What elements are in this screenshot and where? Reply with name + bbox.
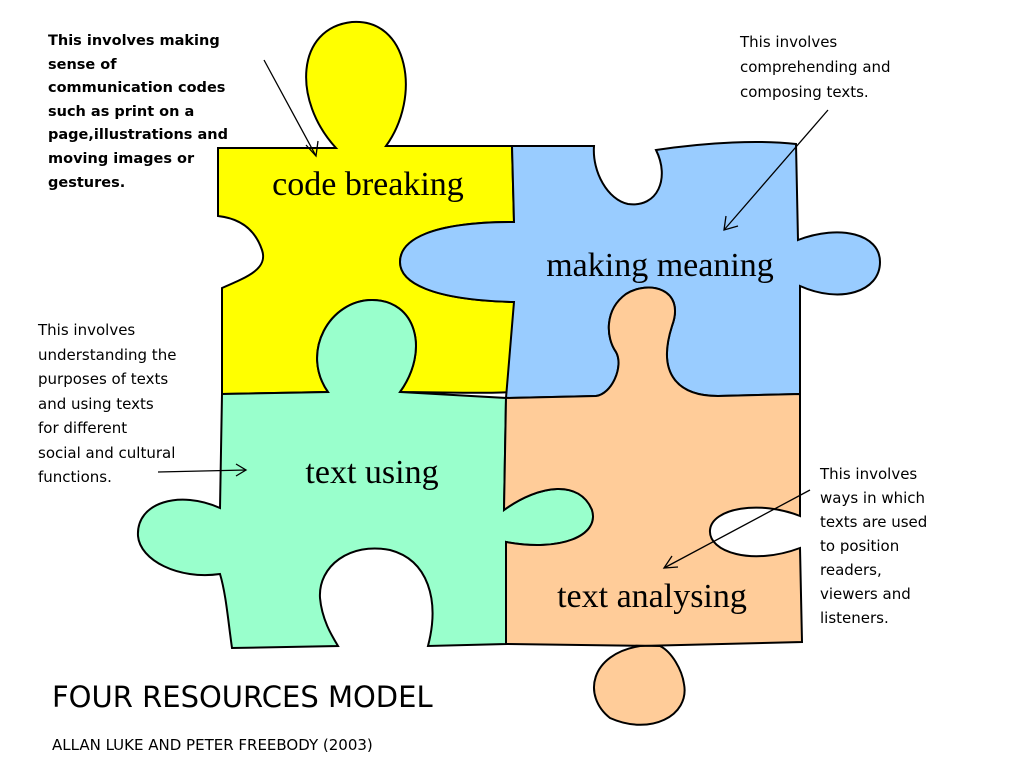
label-code-breaking: code breaking: [272, 166, 464, 203]
piece-text-analysing: [502, 286, 804, 726]
note-line: moving images or: [48, 150, 195, 167]
note-line: understanding the: [38, 345, 177, 364]
note-line: composing texts.: [740, 83, 869, 101]
note-line: social and cultural: [38, 443, 176, 462]
note-line: sense of: [48, 56, 117, 73]
arrow-making-meaning: [723, 109, 829, 231]
note-text-analysing: This involves ways in which texts are used…: [820, 462, 927, 630]
note-text-using: This involves understanding the purposes o…: [38, 318, 176, 490]
note-line: for different: [38, 419, 128, 437]
note-line: communication codes: [48, 80, 226, 97]
label-text-analysing: text analysing: [557, 578, 747, 615]
note-line: readers,: [820, 561, 882, 579]
note-line: This involves: [740, 33, 838, 51]
note-code-breaking: This involves making sense of communicatio…: [48, 30, 228, 195]
arrow-text-using: [157, 463, 248, 477]
note-line: comprehending and: [740, 58, 891, 76]
label-making-meaning: making meaning: [546, 247, 774, 284]
note-line: This involves: [820, 465, 918, 483]
arrow-text-analysing: [662, 489, 811, 569]
arrow-code-breaking: [263, 59, 319, 158]
note-line: to position: [820, 537, 900, 555]
note-line: gestures.: [48, 174, 126, 191]
note-line: purposes of texts: [38, 370, 169, 388]
model-title: FOUR RESOURCES MODEL: [52, 680, 433, 714]
note-line: viewers and: [820, 585, 911, 603]
note-line: such as print on a: [48, 103, 195, 120]
label-text-using: text using: [305, 454, 438, 491]
note-line: This involves: [38, 321, 136, 339]
piece-text-using: [136, 298, 595, 650]
note-line: texts are used: [820, 513, 928, 531]
note-making-meaning: This involves comprehending and composing …: [740, 30, 891, 105]
note-line: This involves making: [48, 33, 220, 49]
model-authors: ALLAN LUKE AND PETER FREEBODY (2003): [52, 736, 373, 754]
note-line: ways in which: [820, 489, 926, 507]
note-line: functions.: [38, 468, 112, 486]
note-line: and using texts: [38, 394, 154, 413]
note-line: page,illustrations and: [48, 127, 228, 144]
note-line: listeners.: [820, 609, 889, 627]
